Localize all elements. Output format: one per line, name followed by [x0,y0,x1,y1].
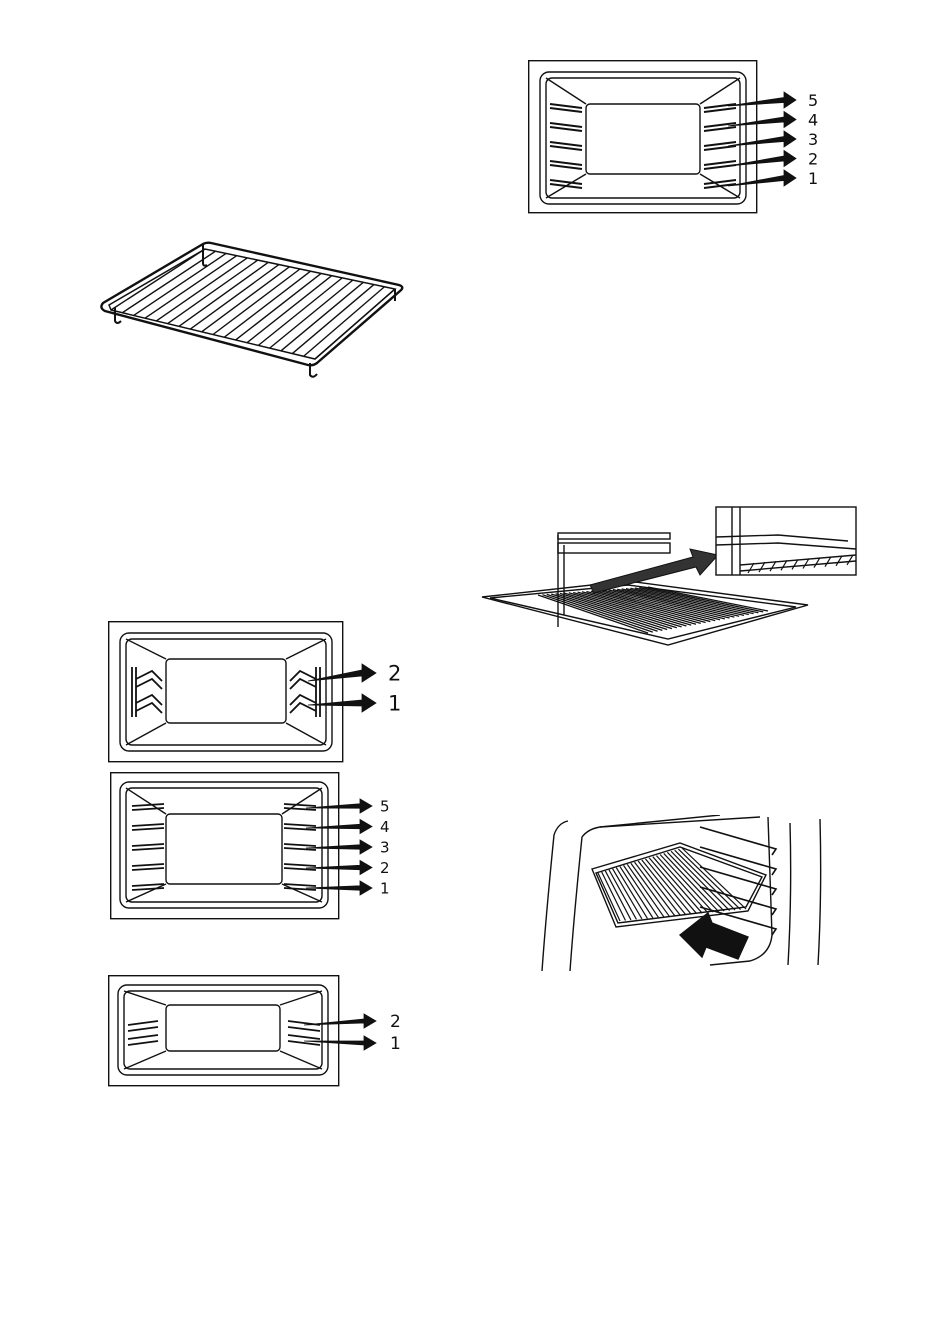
level-label: 2 [388,662,401,686]
arrow-icon [304,1014,376,1028]
shelf-insert-icon [478,505,863,655]
arrow-icon [728,92,796,108]
level-label: 1 [808,169,818,188]
level-label: 3 [380,838,390,856]
oven-5-levels-diagram-left: 5 4 3 2 1 [110,772,410,922]
level-label: 1 [390,1034,401,1054]
level-label: 2 [380,859,390,877]
arrow-icon [728,112,796,128]
level-label: 2 [808,149,818,168]
level-label: 5 [808,91,818,110]
level-label: 3 [808,130,818,149]
wire-shelf-figure [95,235,415,380]
oven-2-levels-diagram-small: 21 [108,975,408,1090]
arrow-icon [728,170,796,186]
level-label: 4 [808,110,818,129]
oven-interior-shelf-icon [540,815,825,975]
shelf-insert-figure [478,505,863,655]
wire-shelf-icon [95,235,415,380]
level-label: 2 [390,1012,401,1032]
oven-interior-figure [540,815,825,975]
level-label: 1 [380,879,390,897]
level-label: 5 [380,797,390,815]
oven-levels-figure-5: 5 4 3 2 1 [110,772,410,922]
oven-2-levels-diagram: 21 [108,621,408,766]
level-label: 1 [388,692,401,716]
arrow-icon [728,151,796,167]
arrow-icon [728,131,796,147]
level-label: 4 [380,818,390,836]
